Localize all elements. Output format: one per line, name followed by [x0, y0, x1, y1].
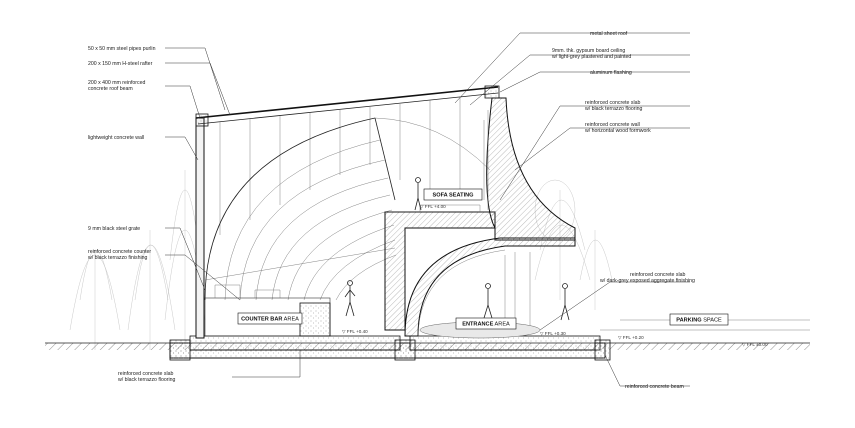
svg-text:SOFA SEATING: SOFA SEATING [432, 193, 473, 199]
level-counter: ▽ FFL +0.40 [342, 329, 368, 334]
tag-entrance: ENTRANCE AREA [455, 317, 517, 330]
label-metal-roof: metal sheet roof [590, 31, 628, 37]
counter-bar [204, 284, 331, 337]
label-aluminum-flashing: aluminum flashing [590, 70, 632, 76]
leader-lines [165, 32, 690, 387]
label-beam-bottom: reinforced concrete beam [625, 384, 684, 390]
label-rafter: 200 x 150 mm H-steel rafter [88, 61, 153, 67]
area-tags: SOFA SEATING COUNTER BAR AREA ENTRANCE A… [237, 188, 729, 330]
svg-text:PARKING SPACE: PARKING SPACE [676, 318, 722, 324]
svg-text:COUNTER BAR AREA: COUNTER BAR AREA [241, 317, 299, 323]
roof-structure [195, 85, 500, 235]
labels-right: metal sheet roof 9mm. thk. gypsum board … [552, 31, 695, 284]
label-steel-grate: 9 mm black steel grate [88, 226, 140, 232]
tag-parking: PARKING SPACE [669, 313, 729, 326]
svg-text:ENTRANCE AREA: ENTRANCE AREA [462, 322, 510, 328]
human-figures [344, 177, 570, 321]
vaulted-ceiling [204, 117, 491, 301]
labels-bottom: reinforced concrete slab w/ black terraz… [118, 371, 684, 390]
label-gypsum-ceiling: 9mm. thk. gypsum board ceiling w/ light-… [552, 48, 631, 60]
label-slab-aggregate: reinforced concrete slab w/ dark-grey ex… [600, 272, 695, 284]
level-markers: ▽ FFL +4.00 ▽ FFL +0.40 ▽ FFL +0.30 ▽ FF… [342, 204, 768, 347]
level-parking: ▽ FFL +0.20 [618, 335, 644, 340]
level-ground: ▽ FFL ±0.00 [742, 342, 768, 347]
tag-sofa-seating: SOFA SEATING [423, 188, 483, 201]
level-entrance: ▽ FFL +0.30 [540, 331, 566, 336]
label-counter: reinforced concrete counter w/ black ter… [88, 249, 153, 261]
label-lightweight-wall: lightweight concrete wall [88, 135, 144, 141]
label-slab-bottom: reinforced concrete slab w/ black terraz… [118, 371, 175, 383]
curved-concrete-wall [483, 97, 576, 241]
label-slab-terrazzo: reinforced concrete slab w/ black terraz… [585, 100, 642, 112]
label-roof-beam: 200 x 400 mm reinforced concrete roof be… [88, 80, 147, 92]
label-wall-formwork: reinforced concrete wall w/ horizontal w… [585, 122, 651, 134]
level-sofa: ▽ FFL +4.00 [420, 204, 446, 209]
label-purlin: 50 x 50 mm steel pipes purlin [88, 46, 156, 52]
labels-left: 50 x 50 mm steel pipes purlin 200 x 150 … [88, 46, 156, 261]
tag-counter-bar: COUNTER BAR AREA [237, 312, 303, 325]
foundation-slab [169, 335, 611, 361]
lightweight-concrete-wall [195, 117, 205, 339]
